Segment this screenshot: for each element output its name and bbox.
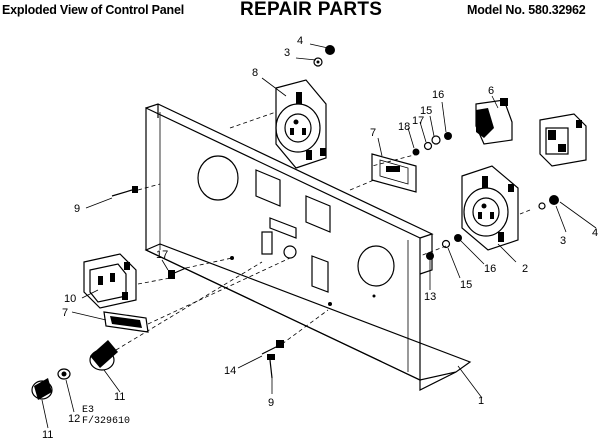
switch-6 xyxy=(475,98,513,145)
callout-15-upper: 15 xyxy=(420,105,432,117)
panel-hole-left xyxy=(197,155,239,201)
fasteners xyxy=(111,186,284,379)
receptacle-10 xyxy=(83,253,137,309)
timer-unit xyxy=(539,113,587,167)
callout-13: 13 xyxy=(424,291,436,303)
knob-assembly xyxy=(31,340,118,400)
assembly-guides xyxy=(115,111,531,351)
callout-8: 8 xyxy=(252,67,258,79)
callout-7-lower: 7 xyxy=(62,307,68,319)
control-panel xyxy=(144,103,472,391)
callout-4-top: 4 xyxy=(297,35,303,47)
callout-16-upper: 16 xyxy=(432,89,444,101)
footer-code-2: F/329610 xyxy=(82,415,130,427)
plate-7-upper xyxy=(371,153,417,193)
callout-10: 10 xyxy=(64,293,76,305)
callout-9-left: 9 xyxy=(74,203,80,215)
callout-12: 12 xyxy=(68,413,80,425)
callout-4-right: 4 xyxy=(592,227,598,239)
callout-18: 18 xyxy=(398,121,410,133)
callout-2: 2 xyxy=(522,263,528,275)
callout-7-upper: 7 xyxy=(370,127,376,139)
receptacle-2 xyxy=(461,165,519,251)
callout-11-left: 11 xyxy=(42,429,53,439)
callout-9-bottom: 9 xyxy=(268,397,274,409)
receptacle-8 xyxy=(275,79,327,169)
header-center-title: REPAIR PARTS xyxy=(240,0,383,20)
callout-6: 6 xyxy=(488,85,494,97)
panel-hole-right xyxy=(357,245,395,287)
header-model-number: Model No. 580.32962 xyxy=(467,3,586,17)
callout-17-upper: 17 xyxy=(412,115,424,127)
callout-3-right: 3 xyxy=(560,235,566,247)
leader-lines xyxy=(41,43,597,429)
callout-11-right: 11 xyxy=(114,391,125,403)
plate-7-lower xyxy=(103,311,149,333)
callout-numbers: 1 2 3 3 4 4 6 7 7 8 9 9 10 11 11 12 13 1… xyxy=(42,35,598,439)
footer-code-1: E3 xyxy=(82,405,94,416)
callout-3-top: 3 xyxy=(284,47,290,59)
callout-1: 1 xyxy=(478,395,484,407)
callout-14: 14 xyxy=(224,365,236,377)
callout-15-lower: 15 xyxy=(460,279,472,291)
header-left-title: Exploded View of Control Panel xyxy=(2,3,184,17)
callout-16-lower: 16 xyxy=(484,263,496,275)
nuts-washers xyxy=(313,45,559,260)
callout-17-lower: 17 xyxy=(156,249,168,261)
